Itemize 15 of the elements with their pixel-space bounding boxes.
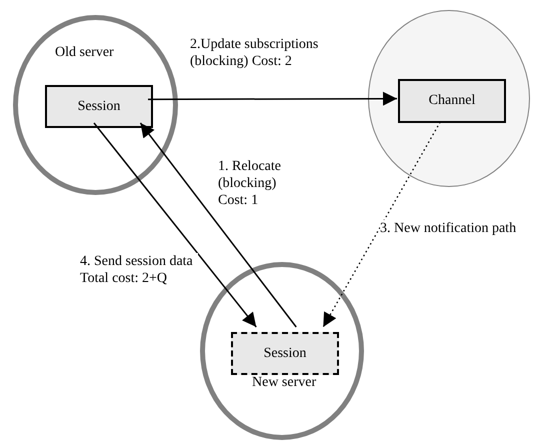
session-box xyxy=(231,332,339,375)
arrow xyxy=(140,122,297,328)
server-circle xyxy=(13,15,178,195)
server-label: Old server xyxy=(55,45,114,61)
arrow xyxy=(322,122,441,328)
session-box xyxy=(45,85,153,128)
arrow xyxy=(148,92,397,106)
node-label: Session xyxy=(78,98,120,114)
node-label: Session xyxy=(264,346,306,362)
server-circle xyxy=(200,262,364,440)
channel-box xyxy=(398,79,506,123)
arrow xyxy=(93,122,257,328)
server-label: New server xyxy=(252,375,316,391)
node-label: Channel xyxy=(428,93,476,109)
edge-label: 4. Send session data Total cost: 2+Q xyxy=(80,253,198,287)
